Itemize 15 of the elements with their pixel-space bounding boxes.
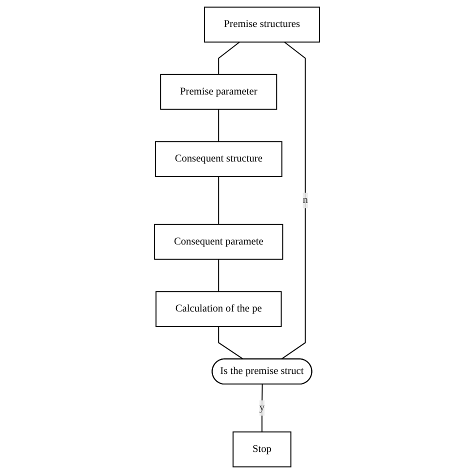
connector	[218, 258, 220, 292]
connector	[218, 108, 220, 142]
edge-label: y	[259, 402, 265, 414]
node-box: Calculation of the pe	[156, 291, 282, 328]
connector	[280, 42, 306, 360]
connector	[218, 42, 240, 75]
node-box: Consequent paramete	[154, 224, 284, 260]
node-box: Consequent structure	[154, 141, 282, 178]
node-box: Stop	[232, 431, 292, 468]
connector	[218, 326, 244, 360]
node-box: Premise parameter	[160, 74, 278, 110]
connector	[218, 176, 220, 225]
connector	[261, 384, 263, 432]
edge-label: n	[302, 194, 308, 206]
node-box: Premise structures	[204, 6, 320, 43]
